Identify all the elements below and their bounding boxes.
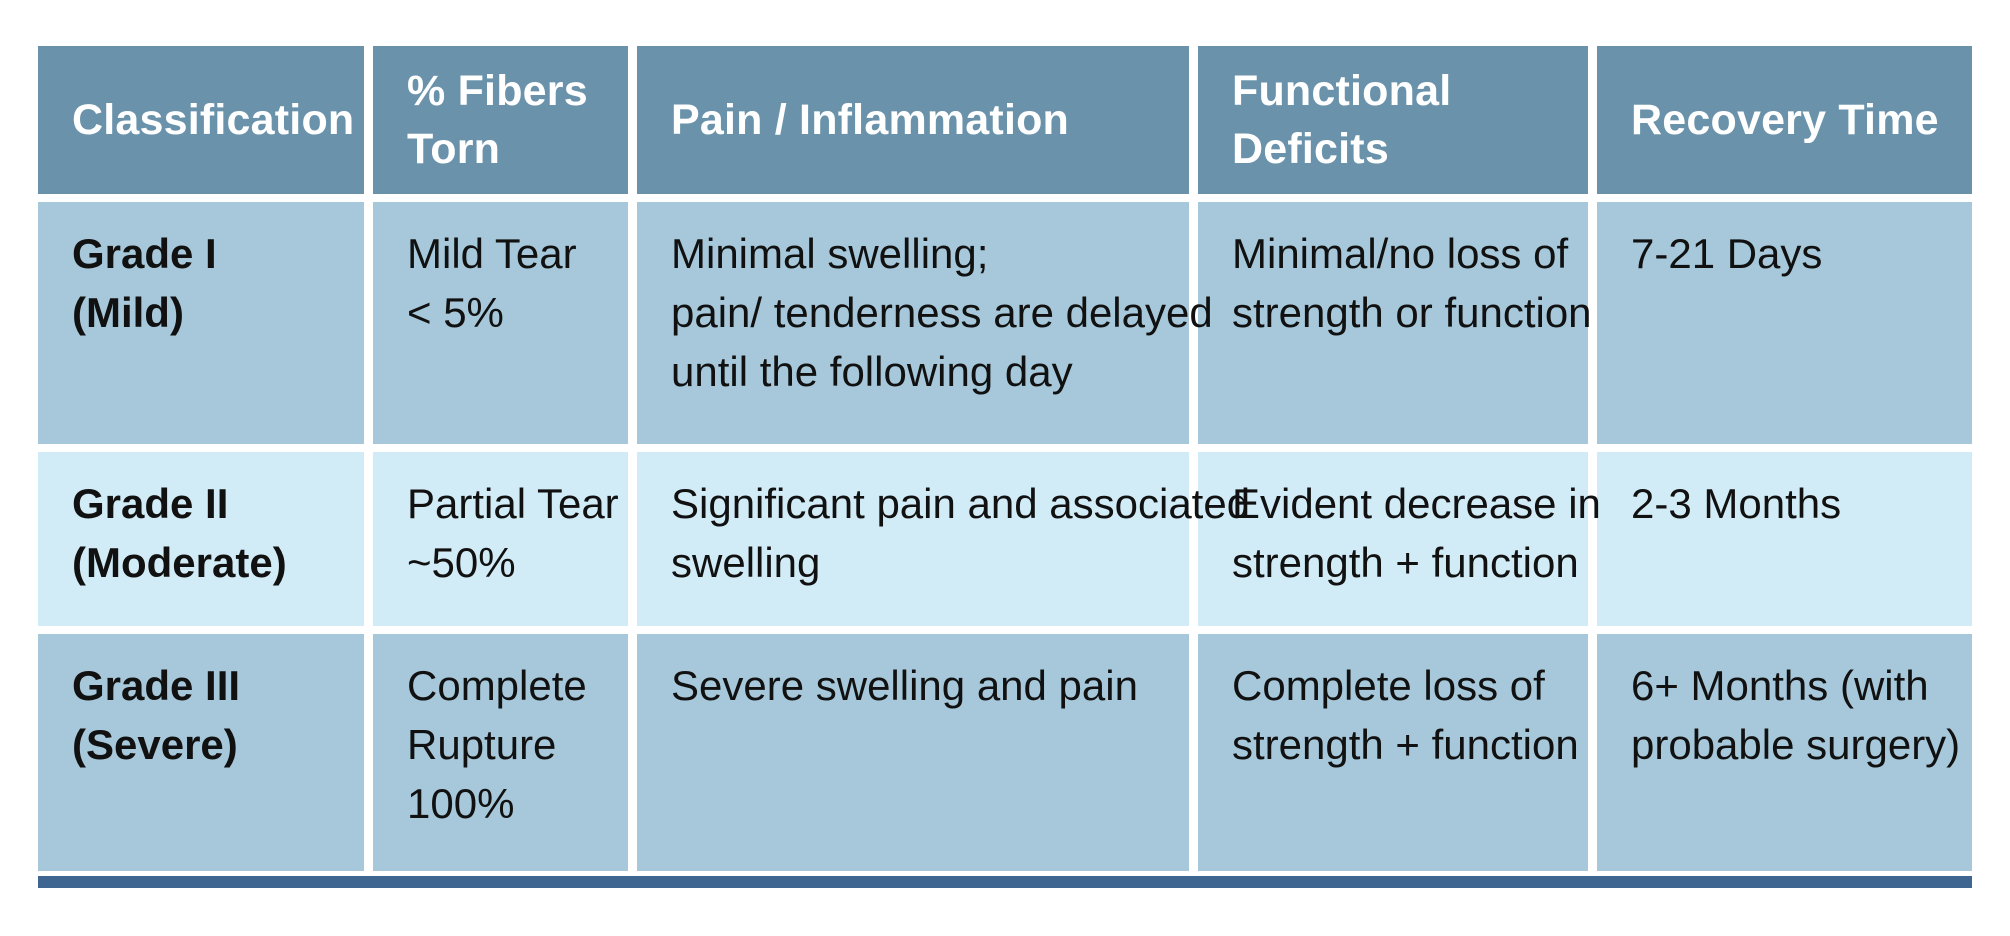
cell-classification: Grade II (Moderate): [38, 452, 364, 626]
cell-text: < 5%: [407, 289, 504, 336]
muscle-strain-table-container: Classification % Fibers Torn Pain / Infl…: [38, 46, 1972, 871]
cell-fibers-torn: Mild Tear < 5%: [373, 202, 628, 444]
cell-text: Mild Tear: [407, 230, 577, 277]
cell-text: Complete loss of: [1232, 662, 1545, 709]
cell-classification: Grade I (Mild): [38, 202, 364, 444]
cell-text: Significant pain and associated: [671, 480, 1251, 527]
header-classification: Classification: [38, 46, 364, 194]
cell-pain-inflammation: Minimal swelling; pain/ tenderness are d…: [637, 202, 1213, 444]
cell-text: Rupture: [407, 721, 557, 768]
cell-text: 100%: [407, 780, 515, 827]
header-functional-deficits: Functional Deficits: [1198, 46, 1588, 194]
cell-text: Complete: [407, 662, 587, 709]
cell-text: Partial Tear: [407, 480, 619, 527]
cell-fibers-torn: Partial Tear ~50%: [373, 452, 628, 626]
cell-functional-deficits: Minimal/no loss of strength or function: [1198, 202, 1592, 444]
header-text: Classification: [72, 96, 355, 144]
header-fibers-torn: % Fibers Torn: [373, 46, 628, 194]
cell-text: pain/ tenderness are delayed: [671, 289, 1213, 336]
cell-pain-inflammation: Severe swelling and pain: [637, 634, 1189, 871]
cell-text: (Severe): [72, 721, 238, 768]
cell-text: Grade III: [72, 662, 241, 709]
header-text: Recovery Time: [1631, 96, 1939, 144]
cell-text: Grade I: [72, 230, 217, 277]
cell-text: strength + function: [1232, 539, 1579, 586]
cell-text: 2-3 Months: [1631, 480, 1842, 527]
header-pain-inflammation: Pain / Inflammation: [637, 46, 1189, 194]
cell-text: 7-21 Days: [1631, 230, 1823, 277]
cell-pain-inflammation: Significant pain and associated swelling: [637, 452, 1251, 626]
header-row: Classification % Fibers Torn Pain / Infl…: [38, 46, 1972, 194]
header-text: Pain / Inflammation: [671, 96, 1070, 144]
cell-text: Minimal swelling;: [671, 230, 989, 277]
header-recovery-time: Recovery Time: [1597, 46, 1972, 194]
table-row-grade-2: Grade II (Moderate) Partial Tear ~50% Si…: [38, 452, 1972, 626]
cell-classification: Grade III (Severe): [38, 634, 364, 871]
table-row-grade-1: Grade I (Mild) Mild Tear < 5% Minimal sw…: [38, 202, 1972, 444]
cell-text: (Moderate): [72, 539, 287, 586]
header-text: % Fibers: [407, 67, 588, 115]
cell-text: (Mild): [72, 289, 184, 336]
header-text: Deficits: [1232, 125, 1389, 173]
header-text: Functional: [1232, 67, 1452, 115]
cell-text: strength or function: [1232, 289, 1592, 336]
cell-text: Grade II: [72, 480, 229, 527]
cell-text: ~50%: [407, 539, 516, 586]
cell-fibers-torn: Complete Rupture 100%: [373, 634, 628, 871]
table-row-grade-3: Grade III (Severe) Complete Rupture 100%…: [38, 634, 1972, 871]
cell-text: Severe swelling and pain: [671, 662, 1138, 709]
cell-text: 6+ Months (with: [1631, 662, 1929, 709]
cell-functional-deficits: Complete loss of strength + function: [1198, 634, 1588, 871]
cell-recovery-time: 6+ Months (with probable surgery): [1597, 634, 1972, 871]
bottom-divider-rule: [38, 876, 1972, 888]
cell-text: Minimal/no loss of: [1232, 230, 1569, 277]
header-text: Torn: [407, 125, 501, 173]
cell-text: swelling: [671, 539, 821, 586]
cell-functional-deficits: Evident decrease in strength + function: [1198, 452, 1601, 626]
cell-recovery-time: 7-21 Days: [1597, 202, 1972, 444]
cell-recovery-time: 2-3 Months: [1597, 452, 1972, 626]
muscle-strain-grade-table: Classification % Fibers Torn Pain / Infl…: [29, 38, 1981, 879]
cell-text: until the following day: [671, 348, 1073, 395]
cell-text: probable surgery): [1631, 721, 1961, 768]
cell-text: Evident decrease in: [1232, 480, 1601, 527]
cell-text: strength + function: [1232, 721, 1579, 768]
